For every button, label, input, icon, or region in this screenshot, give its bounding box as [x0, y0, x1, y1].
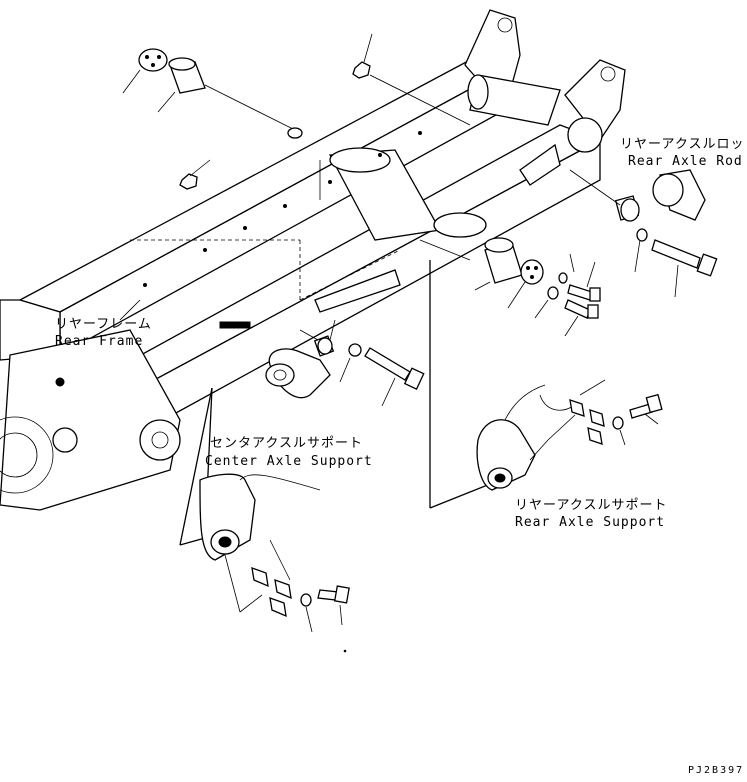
- center-rod-parts: [265, 319, 425, 407]
- leader-lines: [119, 299, 141, 321]
- label-rear-axle-support-en: Rear Axle Support: [515, 515, 665, 530]
- label-rear-frame-en: Rear Frame: [55, 334, 143, 349]
- top-left-parts: [122, 33, 471, 190]
- center-axle-support-assembly: [179, 387, 350, 653]
- rear-axle-rod-parts: [569, 169, 718, 298]
- label-rear-axle-support-jp: リヤーアクスルサポート: [515, 498, 667, 513]
- rear-axle-support-assembly: [429, 260, 663, 509]
- drawing-code: PJ2B397: [688, 765, 744, 776]
- middle-parts: [419, 237, 601, 337]
- label-center-axle-support-jp: センタアクスルサポート: [210, 436, 363, 451]
- rear-frame-drawing: [0, 9, 626, 511]
- label-rear-axle-rod-jp: リヤーアクスルロッド: [620, 137, 747, 152]
- label-rear-frame-jp: リヤーフレーム: [55, 317, 152, 332]
- label-center-axle-support-en: Center Axle Support: [205, 454, 373, 469]
- label-rear-axle-rod-en: Rear Axle Rod: [628, 154, 743, 169]
